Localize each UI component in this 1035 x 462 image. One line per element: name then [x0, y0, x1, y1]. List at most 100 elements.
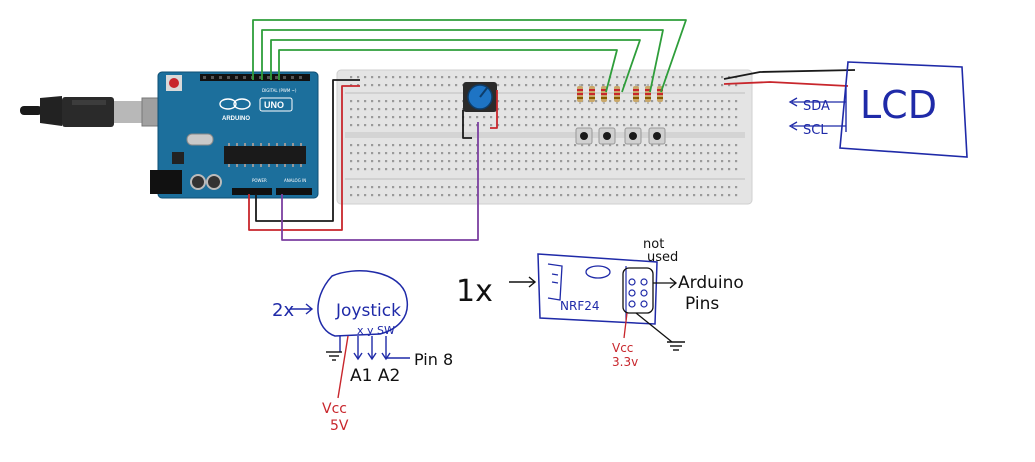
breadboard-hole: [406, 124, 409, 127]
breadboard-hole: [364, 124, 367, 127]
breadboard-hole: [539, 144, 542, 147]
breadboard-hole: [567, 76, 570, 79]
breadboard-hole: [350, 100, 353, 103]
breadboard-hole: [504, 160, 507, 163]
breadboard-hole: [602, 144, 605, 147]
breadboard-hole: [462, 144, 465, 147]
breadboard-hole: [413, 76, 416, 79]
breadboard-hole: [378, 76, 381, 79]
breadboard-hole: [672, 152, 675, 155]
breadboard-hole: [399, 152, 402, 155]
breadboard-hole: [427, 144, 430, 147]
breadboard-hole: [441, 116, 444, 119]
breadboard-hole: [623, 76, 626, 79]
breadboard-hole: [525, 84, 528, 87]
breadboard-hole: [560, 76, 563, 79]
breadboard-hole: [441, 124, 444, 127]
breadboard-hole: [497, 100, 500, 103]
breadboard-hole: [700, 116, 703, 119]
breadboard-hole: [385, 84, 388, 87]
breadboard-hole: [679, 152, 682, 155]
breadboard-hole: [630, 152, 633, 155]
breadboard-hole: [616, 168, 619, 171]
breadboard-hole: [504, 108, 507, 111]
breadboard-hole: [525, 144, 528, 147]
breadboard-hole: [595, 160, 598, 163]
arrow-left-icon: [788, 121, 798, 131]
breadboard-hole: [504, 194, 507, 197]
breadboard-hole: [595, 168, 598, 171]
breadboard-hole: [413, 116, 416, 119]
breadboard-hole: [364, 108, 367, 111]
crystal-oscillator: [186, 133, 214, 146]
breadboard-hole: [511, 116, 514, 119]
breadboard-hole: [546, 116, 549, 119]
breadboard-hole: [469, 116, 472, 119]
breadboard-hole: [567, 186, 570, 189]
breadboard-hole: [441, 160, 444, 163]
breadboard-hole: [518, 108, 521, 111]
breadboard-hole: [693, 108, 696, 111]
breadboard-hole: [707, 144, 710, 147]
breadboard-hole: [427, 186, 430, 189]
breadboard-hole: [406, 100, 409, 103]
breadboard-hole: [658, 76, 661, 79]
breadboard-hole: [518, 144, 521, 147]
breadboard-hole: [721, 168, 724, 171]
breadboard-hole: [581, 76, 584, 79]
breadboard-hole: [448, 116, 451, 119]
push-buttons: [575, 127, 666, 145]
nrf-note-line1: not: [643, 237, 664, 252]
breadboard-hole: [700, 194, 703, 197]
breadboard-hole: [364, 152, 367, 155]
breadboard-hole: [609, 124, 612, 127]
breadboard-hole: [413, 100, 416, 103]
breadboard-hole: [735, 152, 738, 155]
black-wire: [255, 79, 360, 222]
breadboard-hole: [511, 76, 514, 79]
breadboard-hole: [357, 124, 360, 127]
breadboard-hole: [413, 124, 416, 127]
breadboard-hole: [420, 168, 423, 171]
breadboard-hole: [721, 194, 724, 197]
breadboard-hole: [434, 168, 437, 171]
breadboard-hole: [539, 100, 542, 103]
breadboard-hole: [504, 100, 507, 103]
breadboard-hole: [462, 76, 465, 79]
breadboard-hole: [378, 144, 381, 147]
breadboard-hole: [413, 84, 416, 87]
breadboard-hole: [441, 168, 444, 171]
breadboard-hole: [385, 100, 388, 103]
breadboard-hole: [420, 144, 423, 147]
breadboard-hole: [728, 160, 731, 163]
breadboard-hole: [511, 144, 514, 147]
breadboard-hole: [399, 124, 402, 127]
breadboard-hole: [700, 160, 703, 163]
breadboard-hole: [707, 186, 710, 189]
resistor: [589, 84, 595, 104]
breadboard-hole: [707, 108, 710, 111]
breadboard-hole: [651, 168, 654, 171]
breadboard-hole: [539, 108, 542, 111]
breadboard-hole: [532, 116, 535, 119]
breadboard-hole: [623, 152, 626, 155]
breadboard-hole: [588, 108, 591, 111]
breadboard-hole: [469, 194, 472, 197]
breadboard-hole: [427, 108, 430, 111]
breadboard-hole: [693, 116, 696, 119]
breadboard-hole: [651, 144, 654, 147]
breadboard-hole: [728, 100, 731, 103]
arduino-brand: ARDUINO: [222, 116, 250, 122]
breadboard-hole: [574, 100, 577, 103]
breadboard-hole: [546, 108, 549, 111]
breadboard-hole: [693, 160, 696, 163]
breadboard-hole: [588, 168, 591, 171]
breadboard-hole: [637, 160, 640, 163]
breadboard-hole: [623, 186, 626, 189]
breadboard-hole: [574, 186, 577, 189]
breadboard-hole: [560, 84, 563, 87]
breadboard-hole: [413, 194, 416, 197]
breadboard-hole: [434, 116, 437, 119]
breadboard-hole: [623, 144, 626, 147]
breadboard-hole: [378, 84, 381, 87]
